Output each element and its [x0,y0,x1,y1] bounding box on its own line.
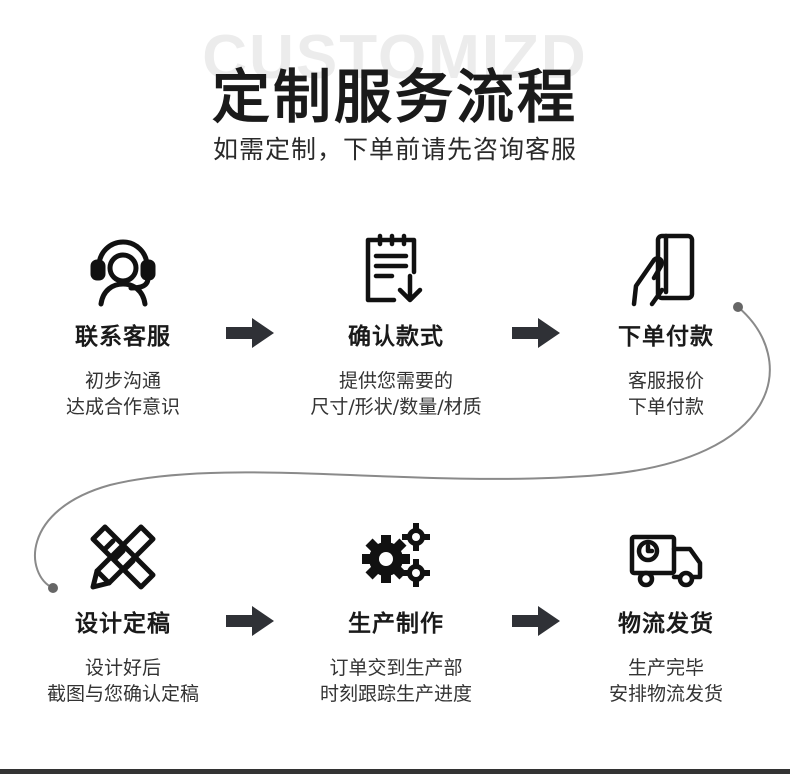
step-design-finalize: 设计定稿 设计好后 截图与您确认定稿 [13,519,233,707]
step-desc: 提供您需要的 尺寸/形状/数量/材质 [286,368,506,420]
step-desc-line: 客服报价 [627,370,704,392]
step-name: 生产制作 [348,611,444,637]
arrow-right-icon [512,606,560,636]
step-desc: 生产完毕 安排物流发货 [556,655,776,707]
step-desc-line: 生产完毕 [627,657,704,679]
step-name: 联系客服 [75,324,171,350]
curve-end-dot [48,583,58,593]
step-desc-line: 设计好后 [84,657,161,679]
phone-payment-icon [631,233,695,307]
clipboard-download-icon [365,233,423,303]
step-desc-line: 订单交到生产部 [329,657,463,679]
step-desc: 初步沟通 达成合作意识 [13,368,233,420]
design-tools-icon [90,524,156,590]
step-desc-line: 达成合作意识 [65,396,180,418]
arrow-right-icon [226,606,274,636]
customer-service-icon [90,239,156,307]
arrow-right-icon [512,318,560,348]
step-name: 设计定稿 [75,611,171,637]
page-subtitle: 如需定制，下单前请先咨询客服 [212,135,577,164]
page-title: 定制服务流程 [211,63,578,131]
watermark-text: CUSTOMIZD [202,23,588,92]
delivery-truck-icon [629,534,703,588]
step-order-payment: 下单付款 客服报价 下单付款 [556,232,776,420]
step-desc: 订单交到生产部 时刻跟踪生产进度 [286,655,506,707]
step-name: 下单付款 [618,324,714,350]
step-desc: 设计好后 截图与您确认定稿 [13,655,233,707]
step-shipping: 物流发货 生产完毕 安排物流发货 [556,519,776,707]
step-name: 确认款式 [348,324,444,350]
step-desc-line: 提供您需要的 [338,370,453,392]
step-contact-service: 联系客服 初步沟通 达成合作意识 [13,232,233,420]
step-confirm-style: 确认款式 提供您需要的 尺寸/形状/数量/材质 [286,232,506,420]
step-desc-line: 安排物流发货 [608,683,723,705]
step-desc-line: 下单付款 [627,396,704,418]
arrow-right-icon [226,318,274,348]
step-desc-line: 时刻跟踪生产进度 [319,683,472,705]
curve-start-dot [733,302,743,312]
step-desc-line: 初步沟通 [84,370,161,392]
gears-icon [362,523,430,587]
step-desc: 客服报价 下单付款 [556,368,776,420]
step-desc-line: 截图与您确认定稿 [46,683,199,705]
step-production: 生产制作 订单交到生产部 时刻跟踪生产进度 [286,519,506,707]
step-name: 物流发货 [618,611,714,637]
bottom-divider [0,769,790,774]
step-desc-line: 尺寸/形状/数量/材质 [310,396,482,418]
